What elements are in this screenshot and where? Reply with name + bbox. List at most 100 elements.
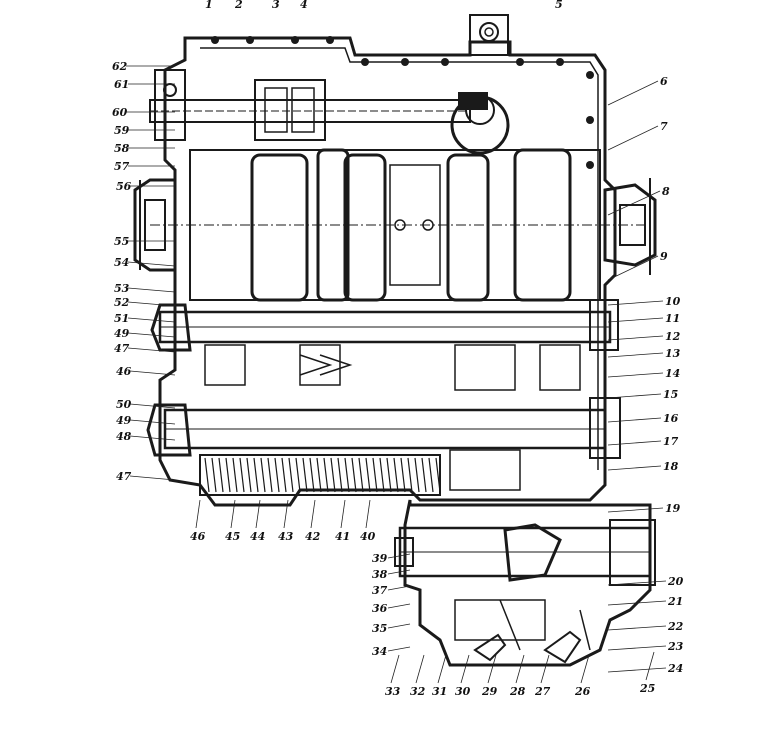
leader-line (310, 499, 316, 529)
part-number-label: 57 (114, 160, 130, 173)
bolt-head (246, 36, 254, 44)
part-number-label: 29 (481, 685, 498, 698)
part-number-label: 39 (372, 552, 388, 565)
part-number-label: 23 (667, 640, 684, 653)
leader-line (127, 301, 176, 307)
part-number-label: 6 (660, 75, 668, 88)
leader-line (390, 654, 400, 684)
part-number-label: 54 (114, 256, 129, 269)
leader-line (607, 417, 662, 423)
leader-line (365, 499, 371, 529)
part-number-label: 26 (574, 685, 591, 698)
bolt-head (441, 58, 449, 66)
part-number-label: 58 (114, 142, 130, 155)
part-number-label: 24 (667, 662, 683, 675)
part-number-label: 9 (660, 250, 668, 263)
right-flange (603, 178, 657, 275)
leader-line (460, 654, 470, 684)
second-shaft-assembly (150, 299, 619, 391)
part-number-label: 15 (663, 388, 678, 401)
part-number-label: 21 (667, 595, 683, 608)
leader-line (230, 499, 236, 529)
leader-line (129, 435, 176, 441)
part-number-label: 10 (665, 295, 681, 308)
leader-line (607, 300, 664, 306)
part-number-label: 22 (667, 620, 684, 633)
leader-line (607, 393, 662, 399)
part-number-label: 28 (509, 685, 526, 698)
bolt-head (586, 71, 594, 79)
leader-line (129, 419, 176, 425)
part-number-label: 49 (114, 327, 130, 340)
leader-line (129, 475, 176, 481)
leader-line (607, 580, 667, 586)
leader-line (283, 499, 289, 529)
leader-line (607, 465, 662, 471)
part-number-label: 52 (114, 296, 130, 309)
part-number-label: 1 (205, 0, 213, 11)
leader-line (127, 347, 176, 353)
bolt-head (211, 36, 219, 44)
part-number-label: 48 (116, 430, 132, 443)
part-number-label: 60 (112, 106, 128, 119)
part-number-label: 32 (410, 685, 426, 698)
part-number-label: 56 (116, 180, 132, 193)
part-number-label: 55 (114, 235, 129, 248)
part-number-label: 46 (190, 530, 206, 543)
part-number-label: 16 (663, 412, 679, 425)
part-number-label: 43 (278, 530, 294, 543)
leader-line (387, 585, 411, 591)
leader-line (607, 600, 667, 606)
part-number-label: 62 (112, 60, 128, 73)
part-number-label: 40 (360, 530, 376, 543)
lower-shaft-assembly (146, 397, 621, 496)
part-number-label: 17 (663, 435, 679, 448)
left-flange (133, 178, 177, 272)
bolt-head (556, 58, 564, 66)
part-number-label: 36 (372, 602, 388, 615)
part-number-label: 49 (116, 414, 132, 427)
part-number-label: 37 (372, 584, 388, 597)
leader-line (340, 499, 346, 529)
part-number-label: 34 (372, 645, 387, 658)
leader-line (129, 370, 176, 376)
leader-line (607, 372, 664, 378)
part-number-label: 50 (116, 398, 132, 411)
part-number-label: 46 (116, 365, 132, 378)
leader-line (607, 125, 659, 151)
leader-line (580, 654, 590, 684)
leader-line (127, 317, 176, 323)
part-number-label: 47 (114, 342, 130, 355)
leader-line (607, 440, 662, 446)
leader-line (127, 261, 176, 267)
leader-line (387, 603, 411, 609)
part-number-label: 44 (250, 530, 265, 543)
bolt-head (586, 161, 594, 169)
part-number-label: 2 (234, 0, 243, 11)
bolt-head (586, 116, 594, 124)
leader-line (607, 667, 667, 673)
leader-line (387, 646, 411, 652)
transfer-box (394, 499, 656, 667)
part-number-label: 4 (300, 0, 308, 11)
part-number-label: 8 (662, 185, 670, 198)
part-number-label: 20 (667, 575, 684, 588)
bolt-head (516, 58, 524, 66)
leader-line (127, 287, 176, 293)
part-number-label: 14 (665, 367, 680, 380)
part-number-label: 33 (385, 685, 401, 698)
upper-shaft-assembly (149, 69, 510, 155)
bolt-head (326, 36, 334, 44)
housing (158, 14, 617, 507)
leader-line (607, 255, 659, 281)
housing-bolts (211, 36, 594, 169)
leader-line (607, 352, 664, 358)
leader-line (607, 190, 661, 216)
part-number-label: 27 (534, 685, 551, 698)
part-number-label: 59 (114, 124, 130, 137)
part-number-label: 11 (665, 312, 680, 325)
leader-line (607, 645, 667, 651)
part-number-label: 13 (665, 347, 681, 360)
part-number-label: 3 (272, 0, 280, 11)
